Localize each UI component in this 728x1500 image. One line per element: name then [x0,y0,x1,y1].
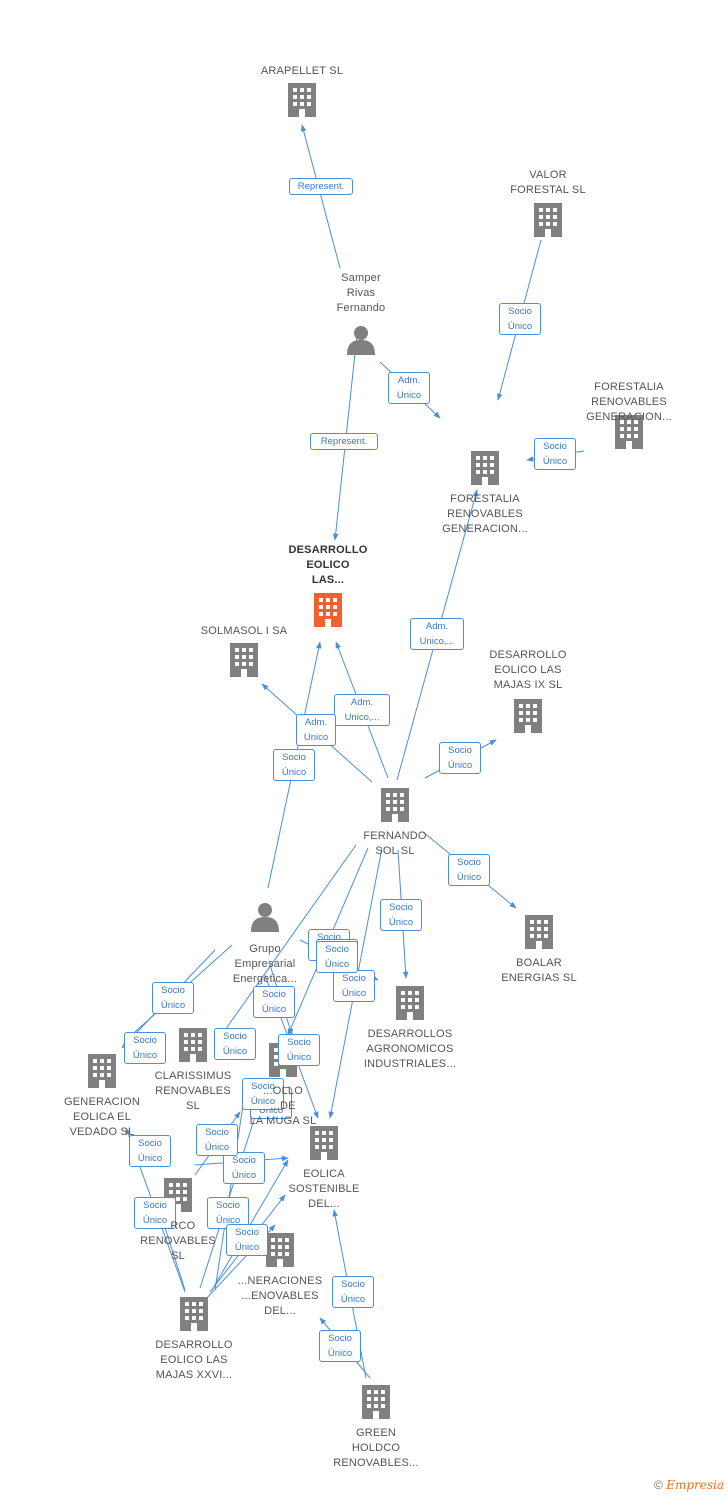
building-icon[interactable] [314,593,342,627]
edge-label[interactable]: Socio Único [124,1032,166,1064]
edge-label[interactable]: Adm. Unico [388,372,430,404]
edge-label[interactable]: Socio Único [196,1124,238,1156]
node-label-forestalia1[interactable]: FORESTALIA RENOVABLES GENERACION... [586,381,672,423]
building-icon[interactable] [88,1054,116,1088]
person-icon[interactable] [251,903,279,932]
node-label-vedado[interactable]: GENERACION EOLICA EL VEDADO SL [64,1096,140,1138]
edge-label[interactable]: Socio Único [242,1078,284,1110]
edge-label[interactable]: Socio Único [319,1330,361,1362]
building-icon[interactable] [266,1233,294,1267]
edge-label[interactable]: Socio Único [226,1224,268,1256]
edge-label[interactable]: Socio Único [214,1028,256,1060]
node-label-majas26[interactable]: DESARROLLO EOLICO LAS MAJAS XXVI... [155,1339,233,1381]
edge-samper-to-arapellet [300,124,341,269]
building-icon[interactable] [534,203,562,237]
building-icon[interactable] [525,915,553,949]
node-label-arapellet[interactable]: ARAPELLET SL [260,65,344,77]
copyright-symbol: © [654,1478,663,1492]
node-label-clarissimus[interactable]: CLARISSIMUS RENOVABLES SL [154,1070,232,1112]
edge-label[interactable]: Adm. Unico [296,714,336,746]
edge-label[interactable]: Adm. Unico,... [334,694,390,726]
person-icon[interactable] [347,326,375,355]
building-icon[interactable] [230,643,258,677]
edge-label[interactable]: Socio Único [448,854,490,886]
node-label-grupo[interactable]: Grupo Empresarial Energetica... [232,943,298,985]
node-label-solmasol[interactable]: SOLMASOL I SA [200,625,288,637]
building-icon[interactable] [381,788,409,822]
node-label-valor[interactable]: VALOR FORESTAL SL [510,169,586,196]
building-icon[interactable] [362,1385,390,1419]
footer-brand[interactable]: © Empresia [654,1478,724,1492]
node-label-eolica_sost[interactable]: EOLICA SOSTENIBLE DEL... [288,1168,360,1210]
node-label-fernando[interactable]: FERNANDO SOL SL [363,830,427,857]
node-label-muga[interactable]: ...OLLO ...DE LA MUGA SL [249,1085,317,1127]
building-icon[interactable] [180,1297,208,1331]
edge-label[interactable]: Socio Único [534,438,576,470]
edge-label[interactable]: Socio Único [152,982,194,1014]
edge-label[interactable]: Socio Único [278,1034,320,1066]
node-label-forestalia2[interactable]: FORESTALIA RENOVABLES GENERACION... [442,493,528,535]
edge-label[interactable]: Socio Único [332,1276,374,1308]
edge-label[interactable]: Socio Único [253,986,295,1018]
edge-label[interactable]: Represent. [289,178,353,195]
edge-label[interactable]: Socio Único [223,1152,265,1184]
node-label-majas9[interactable]: DESARROLLO EOLICO LAS MAJAS IX SL [489,649,567,691]
building-icon[interactable] [396,986,424,1020]
edge-label[interactable]: Adm. Unico,... [410,618,464,650]
edge-label[interactable]: Socio Único [499,303,541,335]
edge-label[interactable]: Socio Único [273,749,315,781]
building-icon[interactable] [288,83,316,117]
edge-label[interactable]: Represent. [310,433,378,450]
building-icon[interactable] [310,1126,338,1160]
node-label-green[interactable]: GREEN HOLDCO RENOVABLES... [333,1427,419,1469]
edge-label[interactable]: Socio Único [380,899,422,931]
node-label-agronomicos[interactable]: DESARROLLOS AGRONOMICOS INDUSTRIALES... [363,1028,457,1070]
node-label-generaciones[interactable]: ...NERACIONES ...ENOVABLES DEL... [237,1275,323,1317]
building-icon[interactable] [471,451,499,485]
edge-label[interactable]: Socio Único [134,1197,176,1229]
edge-label[interactable]: Socio Único [316,941,358,973]
brand-logo-text: Empresia [666,1478,724,1492]
building-icon[interactable] [514,699,542,733]
node-label-arco[interactable]: ...RCO RENOVABLES SL [140,1220,216,1262]
building-icon[interactable] [179,1028,207,1062]
edge-label[interactable]: Socio Único [439,742,481,774]
node-label-samper[interactable]: Samper Rivas Fernando [336,272,386,314]
edge-fernando-to-clarissimus [217,844,357,1041]
edge-majas26-to-clarissimus [214,1091,247,1291]
edge-label[interactable]: Socio Único [129,1135,171,1167]
node-label-desarrollo_las[interactable]: DESARROLLO EOLICO LAS... [288,544,368,586]
node-label-boalar[interactable]: BOALAR ENERGIAS SL [501,957,577,984]
edge-majas26-to-muga [199,1094,263,1289]
edge-label[interactable]: Socio Único [333,970,375,1002]
